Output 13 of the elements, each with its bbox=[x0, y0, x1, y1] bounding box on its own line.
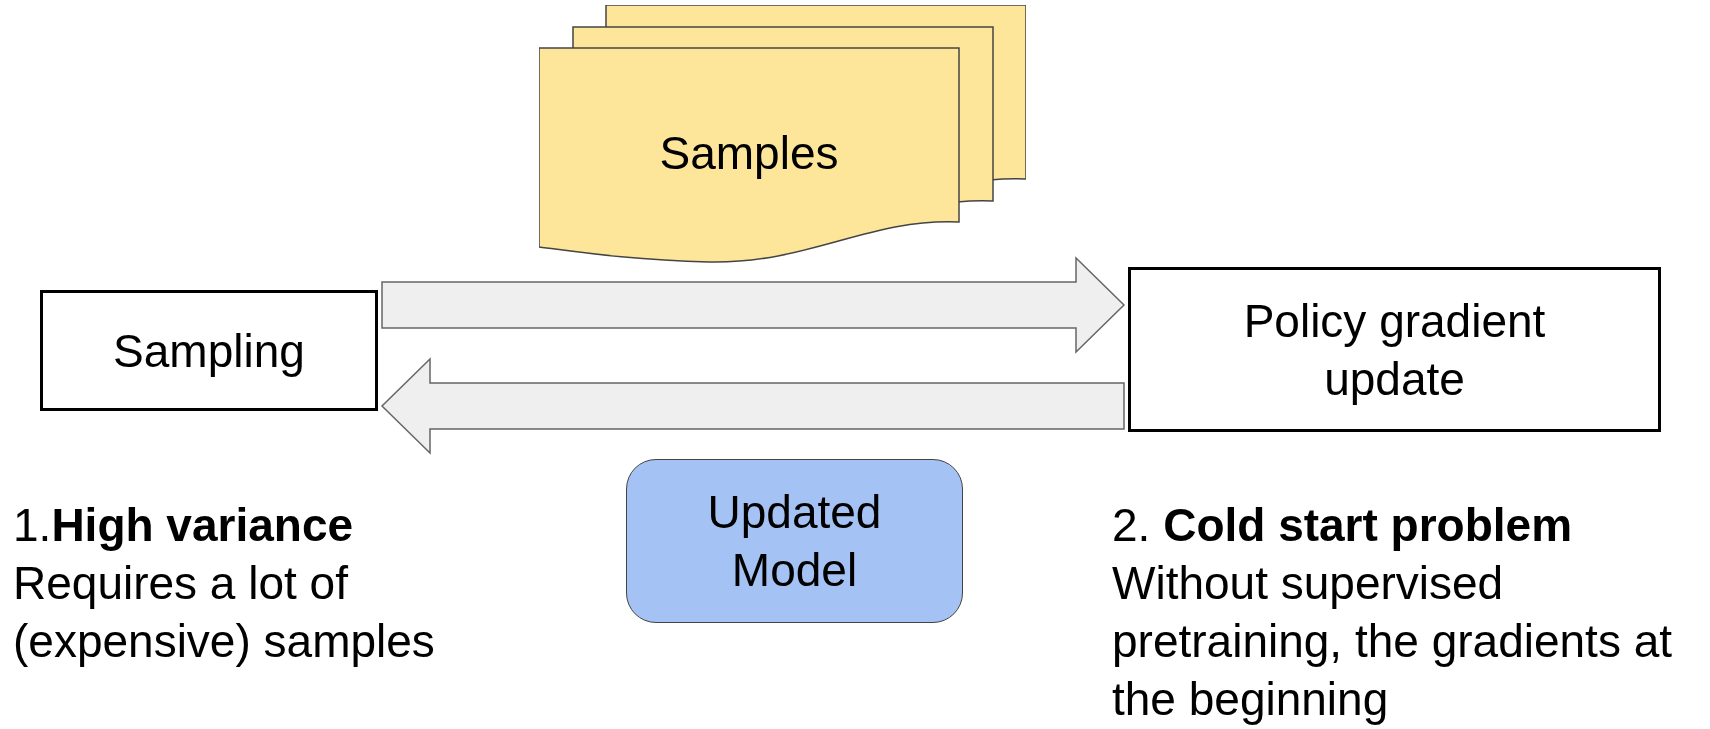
node-label: Samples bbox=[658, 126, 840, 181]
rounded-box bbox=[626, 459, 963, 623]
block-arrow bbox=[381, 256, 1126, 354]
heading-text: 1.High variance bbox=[13, 498, 355, 553]
note-text: Requires a lot of (expensive) samples bbox=[13, 556, 436, 669]
process-box bbox=[1128, 267, 1661, 432]
note-text: Without supervised pretraining, the gradients at the beginning bbox=[1112, 556, 1674, 727]
block-arrow bbox=[380, 357, 1125, 455]
node-label: Policy gradient update bbox=[1242, 293, 1547, 407]
heading-text: 2. Cold start problem bbox=[1112, 498, 1574, 553]
process-box bbox=[40, 290, 378, 411]
node-label: Updated Model bbox=[706, 485, 883, 598]
node-label: Sampling bbox=[113, 323, 305, 379]
